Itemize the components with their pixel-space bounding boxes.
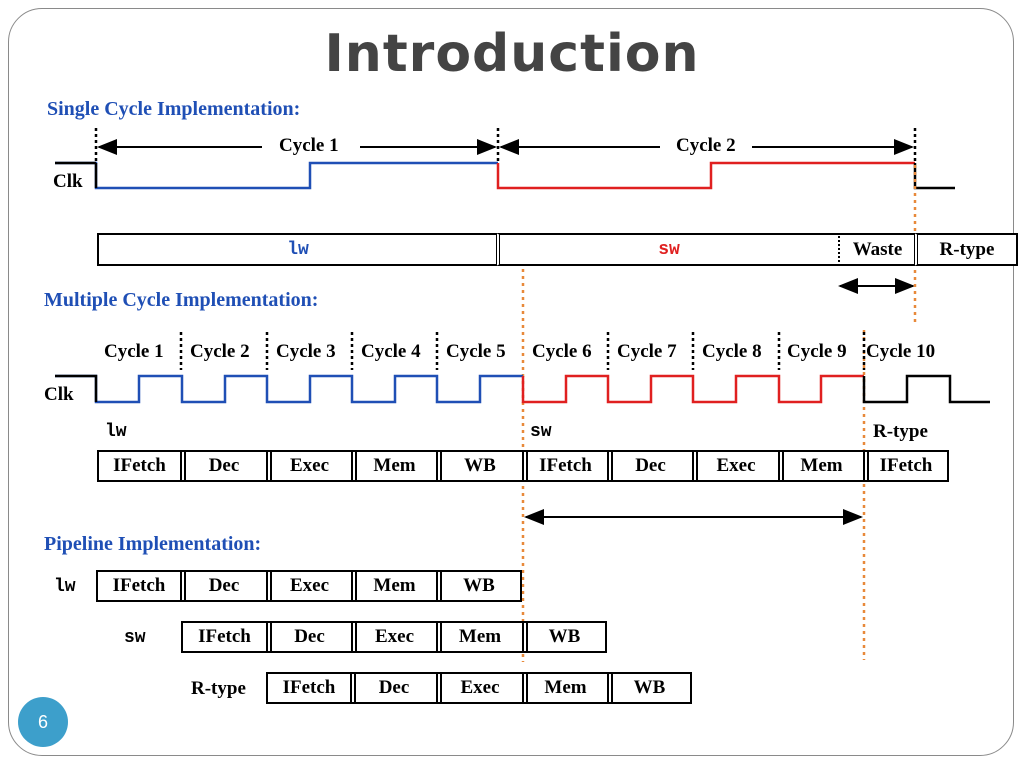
pipeline-stage-box: Mem xyxy=(351,570,438,602)
multi-stage-box: WB xyxy=(436,450,524,482)
multi-stage-box: Mem xyxy=(778,450,865,482)
pipeline-instr-label: R-type xyxy=(191,678,246,699)
multi-cycle-label: Cycle 2 xyxy=(190,341,250,362)
multi-clock-red xyxy=(521,374,864,404)
multi-cycle-label: Cycle 5 xyxy=(446,341,506,362)
clock-tail xyxy=(913,163,955,190)
multi-cycle-heading: Multiple Cycle Implementation: xyxy=(44,289,319,311)
multi-stage-box: Dec xyxy=(180,450,268,482)
pipeline-stage-box: Mem xyxy=(436,621,524,653)
slide-frame xyxy=(8,8,1014,756)
pipeline-stage-box: WB xyxy=(607,672,692,704)
single-rtype-box: R-type xyxy=(914,233,1018,266)
single-clk-label: Clk xyxy=(53,171,83,192)
single-cycle2-label: Cycle 2 xyxy=(672,135,740,157)
multi-stage-box: IFetch xyxy=(522,450,609,482)
multi-rtype-label: R-type xyxy=(873,421,928,442)
pipeline-instr-label: sw xyxy=(124,628,146,648)
multi-cycle-separators xyxy=(179,332,866,370)
multi-cycle-label: Cycle 10 xyxy=(866,341,936,362)
multi-cycle-label: Cycle 6 xyxy=(532,341,592,362)
pipeline-stage-box: WB xyxy=(522,621,607,653)
clock-cycle1-waveform xyxy=(55,161,498,190)
multi-cycle-label: Cycle 8 xyxy=(702,341,762,362)
pipeline-stage-box: Exec xyxy=(351,621,438,653)
multi-cycle-label: Cycle 4 xyxy=(361,341,421,362)
single-lw-box: lw xyxy=(97,233,499,266)
single-sw-box: sw xyxy=(496,233,840,266)
single-waste-box: Waste xyxy=(838,233,917,266)
multi-stage-box: Exec xyxy=(692,450,780,482)
multi-cycle-label: Cycle 7 xyxy=(617,341,677,362)
pipeline-stage-box: Mem xyxy=(522,672,609,704)
single-cycle1-label: Cycle 1 xyxy=(275,135,343,157)
pipeline-stage-box: Exec xyxy=(436,672,524,704)
pipeline-stage-box: WB xyxy=(436,570,522,602)
pipeline-stage-box: Dec xyxy=(350,672,438,704)
multi-lw-label: lw xyxy=(105,422,127,442)
pipeline-stage-box: IFetch xyxy=(181,621,268,653)
multi-cycle-label: Cycle 3 xyxy=(276,341,336,362)
pipeline-heading: Pipeline Implementation: xyxy=(44,533,262,555)
page-number-badge: 6 xyxy=(18,697,68,747)
multi-stage-box: IFetch xyxy=(97,450,182,482)
multi-cycle-label: Cycle 9 xyxy=(787,341,847,362)
pipeline-stage-box: IFetch xyxy=(266,672,352,704)
pipeline-stage-box: Dec xyxy=(180,570,268,602)
multi-sw-label: sw xyxy=(530,422,552,442)
pipeline-stage-box: Dec xyxy=(266,621,353,653)
pipeline-instr-label: lw xyxy=(54,577,76,597)
single-cycle-heading: Single Cycle Implementation: xyxy=(47,98,301,120)
multi-clock-blue xyxy=(55,374,523,404)
pipeline-stage-box: Exec xyxy=(266,570,353,602)
pipeline-stage-box: IFetch xyxy=(96,570,182,602)
clock-cycle2-waveform xyxy=(496,161,915,190)
multi-stage-box: Exec xyxy=(266,450,353,482)
multi-stage-box: Mem xyxy=(351,450,438,482)
multi-cycle-label: Cycle 1 xyxy=(104,341,164,362)
multi-clock-black xyxy=(862,374,990,404)
slide-title: Introduction xyxy=(324,24,700,84)
multi-stage-box: Dec xyxy=(607,450,694,482)
multi-stage-box: IFetch xyxy=(863,450,949,482)
multi-clk-label: Clk xyxy=(44,384,74,405)
